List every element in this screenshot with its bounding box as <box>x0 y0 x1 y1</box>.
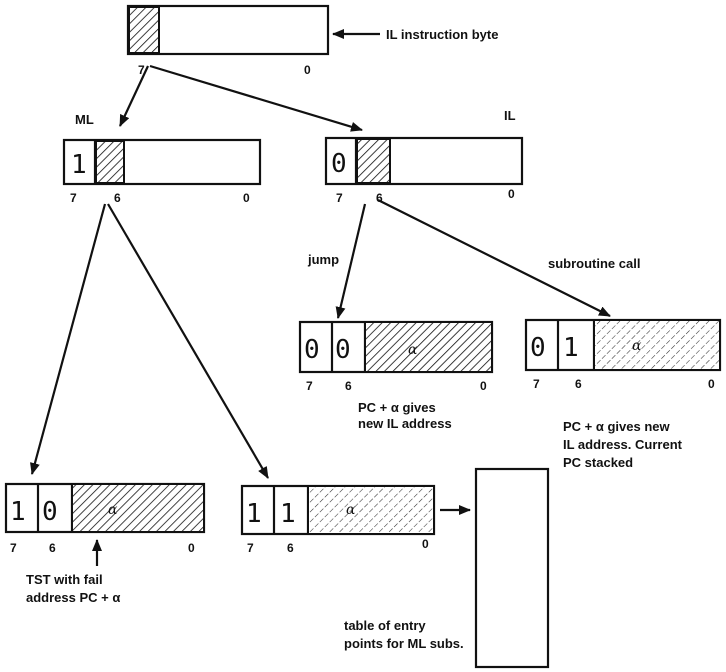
jump-bit6-label: 6 <box>345 379 352 393</box>
mlsub-bit7-label: 7 <box>247 541 254 555</box>
mlsub-bit6-value: 1 <box>280 499 296 529</box>
jump-note-line1: PC + α gives <box>358 400 436 415</box>
arrow-to-jump <box>335 203 367 319</box>
sub-bit6-label: 6 <box>575 377 582 391</box>
tst-bit7-label: 7 <box>10 541 17 555</box>
sub-note-line3: PC stacked <box>563 455 633 470</box>
mlsub-bit7-value: 1 <box>246 499 262 529</box>
il-instruction-byte-label: IL instruction byte <box>386 27 498 42</box>
sub-alpha-field: α <box>632 338 642 354</box>
arrow-to-ml <box>119 65 149 127</box>
ml-sub-box <box>240 484 436 536</box>
tst-note-line1: TST with fail <box>26 572 103 587</box>
tst-alpha-field: α <box>108 502 118 518</box>
jump-alpha-field: α <box>408 342 418 358</box>
jump-label: jump <box>307 252 339 267</box>
tst-bit6-label: 6 <box>49 541 56 555</box>
il-bit7-value: 0 <box>331 149 347 179</box>
jump-bit6-value: 0 <box>335 335 351 365</box>
tst-box <box>4 482 206 534</box>
top-bit7-label: 7 <box>138 63 145 77</box>
tst-note-line2: address PC + α <box>26 590 120 605</box>
arrow-to-tst <box>30 203 107 475</box>
ml-bit0-label: 0 <box>243 191 250 205</box>
jump-box <box>298 320 494 374</box>
arrow-to-ml-sub <box>107 203 269 479</box>
ml-bit7-label: 7 <box>70 191 77 205</box>
sub-note-line1: PC + α gives new <box>563 419 671 434</box>
arrow-to-subroutine <box>377 199 611 317</box>
il-bit6-label: 6 <box>376 191 383 205</box>
il-bit0-label: 0 <box>508 187 515 201</box>
ml-bit6-label: 6 <box>114 191 121 205</box>
jump-note-line2: new IL address <box>358 416 452 431</box>
mlsub-bit6-label: 6 <box>287 541 294 555</box>
tst-bit0-label: 0 <box>188 541 195 555</box>
mlsub-alpha-field: α <box>346 502 356 518</box>
tst-bit7-value: 1 <box>10 497 26 527</box>
ml-bit7-value: 1 <box>71 150 87 180</box>
sub-bit7-value: 0 <box>530 333 546 363</box>
arrow-to-il <box>149 64 363 132</box>
mlsub-bit0-label: 0 <box>422 537 429 551</box>
il-box <box>324 136 524 186</box>
entry-point-table <box>474 467 550 669</box>
sub-bit0-label: 0 <box>708 377 715 391</box>
il-bit7-label: 7 <box>336 191 343 205</box>
sub-bit6-value: 1 <box>563 333 579 363</box>
sub-bit7-label: 7 <box>533 377 540 391</box>
table-note-line2: points for ML subs. <box>344 636 464 651</box>
il-instruction-byte-box <box>126 4 330 56</box>
ml-box <box>62 138 262 186</box>
ml-label: ML <box>75 112 94 127</box>
jump-bit7-value: 0 <box>304 335 320 365</box>
sub-note-line2: IL address. Current <box>563 437 683 452</box>
subroutine-call-label: subroutine call <box>548 256 640 271</box>
table-note-line1: table of entry <box>344 618 426 633</box>
jump-bit7-label: 7 <box>306 379 313 393</box>
jump-bit0-label: 0 <box>480 379 487 393</box>
tst-bit6-value: 0 <box>42 497 58 527</box>
top-bit0-label: 0 <box>304 63 311 77</box>
subroutine-box <box>524 318 722 372</box>
il-label: IL <box>504 108 516 123</box>
